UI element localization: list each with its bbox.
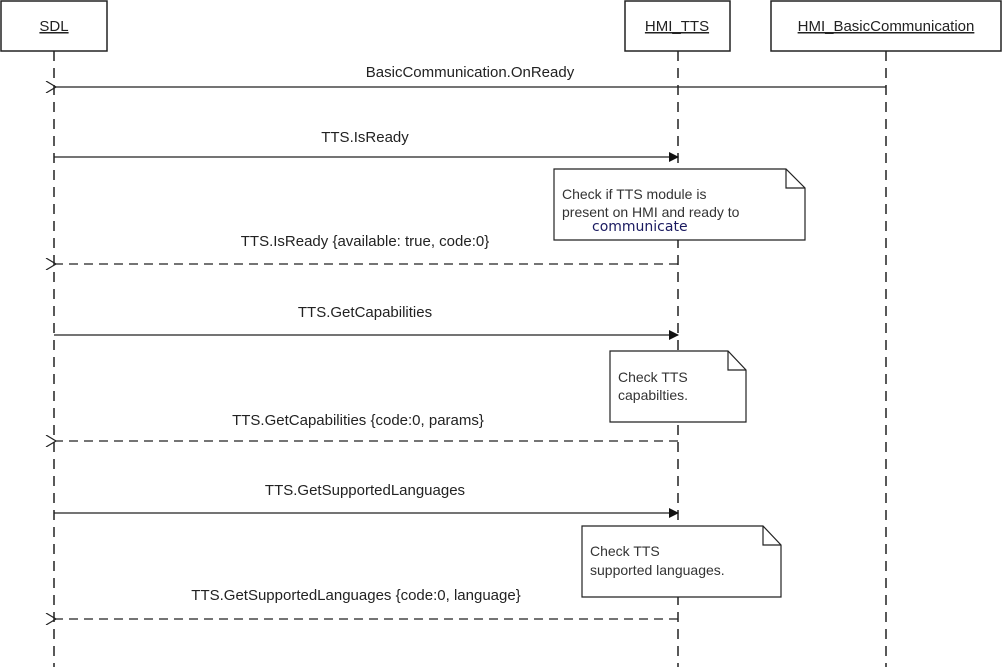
note-line: Check TTS (590, 543, 660, 559)
note-line: supported languages. (590, 562, 725, 578)
note-isready: Check if TTS module is present on HMI an… (553, 168, 806, 241)
participant-sdl[interactable]: SDL (0, 0, 108, 52)
message-getcapabilities-response: TTS.GetCapabilities {code:0, params} (56, 412, 678, 441)
message-getsupportedlanguages-response: TTS.GetSupportedLanguages {code:0, langu… (56, 587, 678, 619)
message-label: TTS.GetSupportedLanguages (265, 482, 465, 499)
message-label: TTS.IsReady (321, 129, 409, 146)
participant-sdl-label: SDL (39, 18, 68, 35)
message-isready-response: TTS.IsReady {available: true, code:0} (56, 233, 678, 264)
message-label: TTS.GetSupportedLanguages {code:0, langu… (191, 587, 520, 604)
message-onready: BasicCommunication.OnReady (56, 64, 886, 87)
message-isready: TTS.IsReady (54, 129, 679, 162)
participant-hmi-basic-communication-label: HMI_BasicCommunication (798, 18, 975, 35)
message-getcapabilities: TTS.GetCapabilities (54, 304, 679, 340)
participant-hmi-tts[interactable]: HMI_TTS (624, 0, 731, 52)
note-getsupportedlanguages: Check TTS supported languages. (581, 525, 782, 598)
message-label: TTS.IsReady {available: true, code:0} (241, 233, 489, 250)
participant-hmi-basic-communication[interactable]: HMI_BasicCommunication (770, 0, 1002, 52)
message-getsupportedlanguages: TTS.GetSupportedLanguages (54, 482, 679, 518)
note-line: capabilties. (618, 387, 688, 403)
note-line: Check TTS (618, 369, 688, 385)
note-line: communicate (592, 219, 688, 235)
message-label: BasicCommunication.OnReady (366, 64, 575, 81)
message-label: TTS.GetCapabilities (298, 304, 432, 321)
participant-hmi-tts-label: HMI_TTS (645, 18, 709, 35)
note-line: Check if TTS module is (562, 186, 706, 202)
message-label: TTS.GetCapabilities {code:0, params} (232, 412, 484, 429)
note-getcapabilities: Check TTS capabilties. (609, 350, 747, 423)
note-line: present on HMI and ready to (562, 204, 740, 220)
